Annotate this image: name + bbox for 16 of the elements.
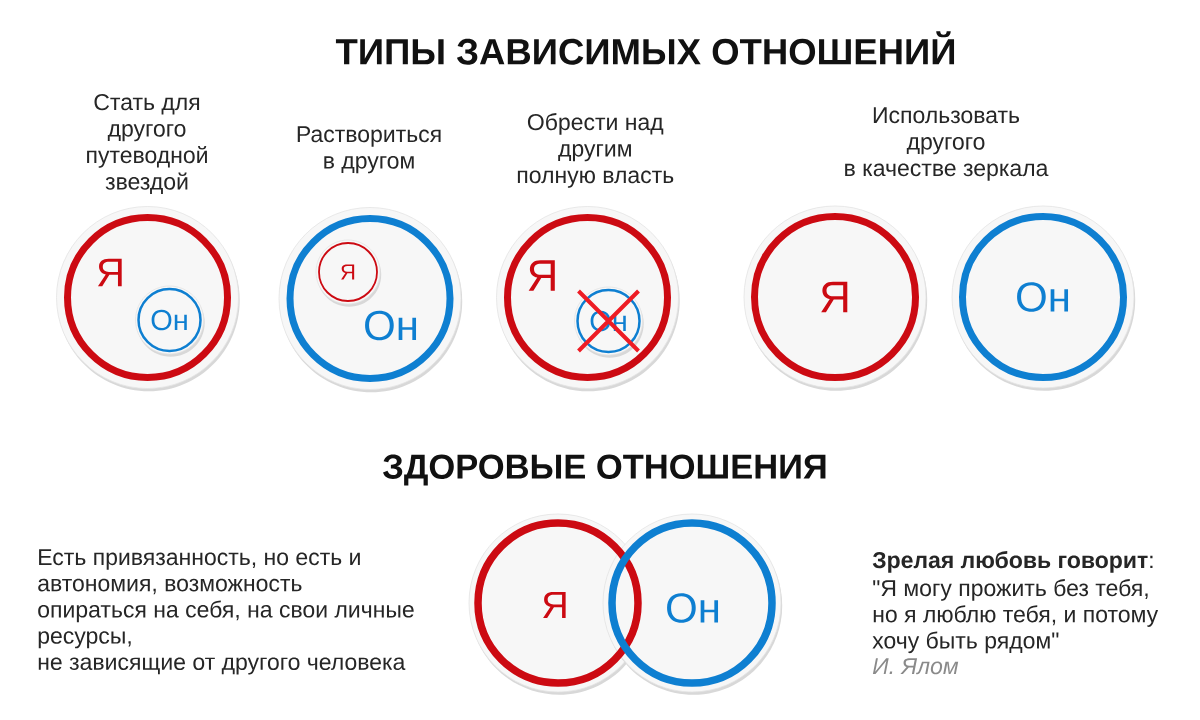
caption-text: Стать для другого путеводной звездой — [87, 93, 207, 195]
small-circle-node: Я — [318, 242, 378, 302]
caption-text: Раствориться в другом — [297, 126, 441, 174]
title-heading: ТИПЫ ЗАВИСИМЫХ ОТНОШЕНИЙ — [335, 31, 955, 65]
paragraph-text: Есть привязанность, но есть и автономия, возможность опираться на себя, на свои личные ресурсы, не зависящие от другого человека — [38, 549, 414, 675]
caption-text: Обрести над другим полную власть — [517, 113, 674, 188]
circle-node: Я — [474, 519, 642, 687]
small-circle-node: Он — [137, 287, 202, 353]
circle-node: Я — [751, 213, 919, 381]
caption-text: Использовать другого в качестве зеркала — [845, 107, 1049, 181]
circle-node: Он — [608, 519, 776, 687]
quote-heading: Зрелая любовь говорит: — [872, 551, 1153, 573]
author-name: И. Ялом — [872, 658, 959, 675]
section-heading: ЗДОРОВЫЕ ОТНОШЕНИЯ — [383, 454, 826, 486]
quote-text: "Я могу прожить без тебя, но я люблю тебя, и потому хочу быть рядом" — [872, 579, 1159, 654]
circle-node: Он — [959, 213, 1127, 381]
